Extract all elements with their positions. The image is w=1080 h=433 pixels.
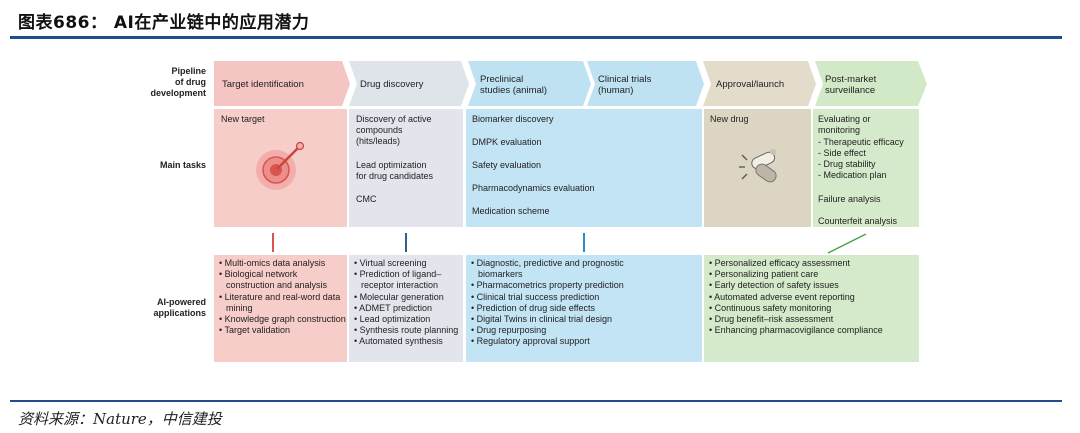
row-label-main-tasks: Main tasks <box>159 160 206 170</box>
list-item: Knowledge graph construction <box>219 314 347 325</box>
row-label-pipeline-line1: Pipeline <box>171 66 206 76</box>
list-item: Multi-omics data analysis <box>219 258 347 269</box>
list-item: Automated adverse event reporting <box>709 292 917 303</box>
task-target-heading: New target <box>221 114 265 124</box>
list-item: Drug repurposing <box>471 325 651 336</box>
list-item: Early detection of safety issues <box>709 280 917 291</box>
stage-label-approval: Approval/launch <box>716 79 785 90</box>
task-post-sub: - Therapeutic efficacy - Side effect - D… <box>818 137 904 180</box>
task-approval-heading: New drug <box>710 114 749 124</box>
connector-target <box>272 233 274 252</box>
ai-list-post: Personalized efficacy assessment Persona… <box>709 258 917 336</box>
stage-label-clinical-line1: Clinical trials <box>598 74 652 85</box>
stage-chevron-approval <box>703 61 816 106</box>
pills-icon <box>739 149 777 183</box>
bullseye-dart-icon <box>256 141 305 190</box>
task-box-discovery <box>349 109 463 227</box>
list-item: Regulatory approval support <box>471 336 651 347</box>
list-item: Clinical trial success prediction <box>471 292 651 303</box>
ai-list-discovery: Virtual screening Prediction of ligand–r… <box>354 258 462 348</box>
list-item: Digital Twins in clinical trial design <box>471 314 651 325</box>
list-item: ADMET prediction <box>354 303 462 314</box>
list-item: Molecular generation <box>354 292 462 303</box>
top-rule <box>10 36 1062 39</box>
list-item: Continuous safety monitoring <box>709 303 917 314</box>
ai-list-clinical: Diagnostic, predictive and prognostic bi… <box>471 258 651 348</box>
row-label-pipeline: Pipeline of drug development <box>128 66 206 99</box>
row-label-ai-line1: AI-powered <box>156 297 206 307</box>
list-item: Automated synthesis <box>354 336 462 347</box>
task-post-failure: Failure analysis <box>818 194 881 204</box>
task-box-clinical <box>466 109 702 227</box>
list-item: Biological network construction and anal… <box>219 269 347 291</box>
ai-list-target: Multi-omics data analysis Biological net… <box>219 258 347 336</box>
stage-label-discovery: Drug discovery <box>360 79 424 90</box>
figure-title: 图表686： AI在产业链中的应用潜力 <box>18 13 310 33</box>
list-item: Prediction of drug side effects <box>471 303 651 314</box>
stage-label-target: Target identification <box>222 79 304 90</box>
list-item: Personalizing patient care <box>709 269 917 280</box>
row-label-pipeline-line2: of drug <box>175 77 206 87</box>
list-item: Enhancing pharmacovigilance compliance <box>709 325 917 336</box>
stage-chevron-discovery <box>349 61 469 106</box>
stage-chevron-clinical <box>587 61 704 106</box>
stage-label-clinical-line2: (human) <box>598 85 634 96</box>
task-clinical-1: Biomarker discovery <box>472 114 554 124</box>
task-clinical-4: Pharmacodynamics evaluation <box>472 183 595 193</box>
task-discovery-3: CMC <box>356 194 377 204</box>
list-item: Synthesis route planning <box>354 325 462 336</box>
stage-label-post-line1: Post-market <box>825 74 877 85</box>
task-box-post <box>813 109 919 227</box>
list-item: Drug benefit–risk assessment <box>709 314 917 325</box>
row-label-pipeline-line3: development <box>150 88 206 98</box>
row-label-ai-line2: applications <box>153 308 206 318</box>
list-item: Virtual screening <box>354 258 462 269</box>
pipeline-chevrons <box>214 61 927 106</box>
stage-label-clinical: Clinical trials (human) <box>598 74 651 96</box>
stage-label-post-line2: surveillance <box>825 85 876 96</box>
stage-label-post: Post-market surveillance <box>825 74 876 96</box>
task-post-counterfeit: Counterfeit analysis <box>818 216 898 226</box>
row-label-ai: AI-powered applications <box>128 297 206 319</box>
stage-label-preclinical-line2: studies (animal) <box>480 85 548 96</box>
stage-label-preclinical: Preclinical studies (animal) <box>480 74 547 96</box>
list-item: Prediction of ligand–receptor interactio… <box>354 269 462 291</box>
connector-post <box>827 233 867 254</box>
connector-clinical <box>583 233 585 252</box>
bottom-rule <box>10 400 1062 402</box>
list-item: Literature and real-word data mining <box>219 292 347 314</box>
task-clinical-3: Safety evaluation <box>472 160 542 170</box>
stage-label-preclinical-line1: Preclinical <box>480 74 524 85</box>
connector-discovery <box>405 233 407 252</box>
list-item: Lead optimization <box>354 314 462 325</box>
source-note: 资料来源：Nature，中信建投 <box>18 410 222 428</box>
task-clinical-2: DMPK evaluation <box>472 137 542 147</box>
stage-chevron-target <box>214 61 350 106</box>
task-clinical-5: Medication scheme <box>472 206 550 216</box>
list-item: Personalized efficacy assessment <box>709 258 917 269</box>
list-item: Target validation <box>219 325 347 336</box>
stage-chevron-preclinical <box>468 61 591 106</box>
list-item: Pharmacometrics property prediction <box>471 280 651 291</box>
stage-chevron-post <box>815 61 927 106</box>
list-item: Diagnostic, predictive and prognostic bi… <box>471 258 651 280</box>
